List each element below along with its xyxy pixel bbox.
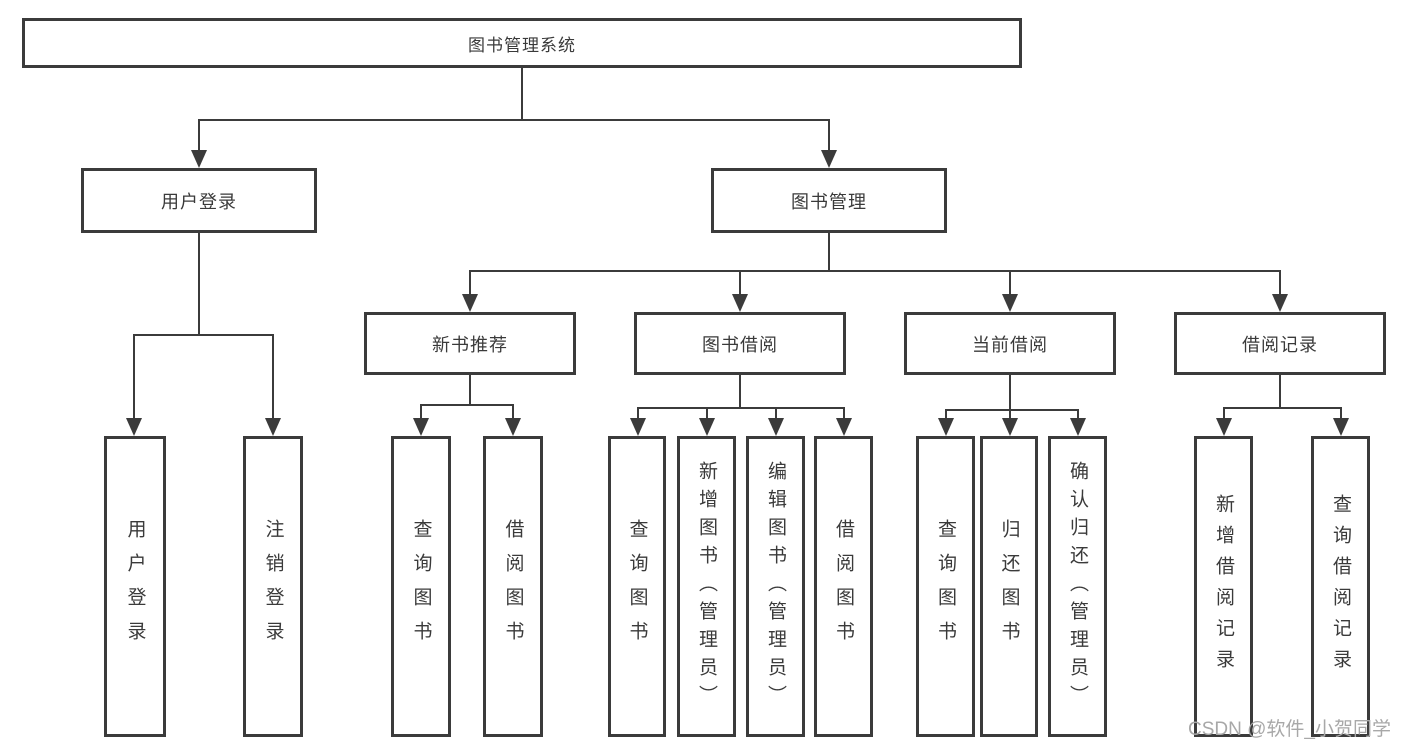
arrowhead-icon [126,418,142,436]
connector-arrow-stem [512,406,514,420]
arrowhead-icon [462,294,478,312]
leaf-add-books-admin: 新增图书（管理员） [677,436,736,737]
box-book-management: 图书管理 [711,168,947,233]
connector-userlogin-stem [198,233,200,335]
leaf-label: 查询图书 [410,518,432,655]
arrowhead-icon [1216,418,1232,436]
connector-section-branch [1223,407,1342,409]
leaf-label: 新增借阅记录 [1213,493,1234,680]
connector-arrow-stem [1340,409,1342,420]
box-book-borrowing: 图书借阅 [634,312,846,375]
connector-section-stem [739,375,741,408]
arrowhead-icon [265,418,281,436]
arrowhead-icon [1272,294,1288,312]
connector-root-branch [198,119,830,121]
leaf-add-borrow-record: 新增借阅记录 [1194,436,1253,737]
connector-section-stem [469,375,471,405]
leaf-borrow-books-recommend: 借阅图书 [483,436,543,737]
connector-arrow-stem [739,272,741,296]
connector-root-stem [521,68,523,120]
connector-arrow-stem [843,409,845,420]
arrowhead-icon [699,418,715,436]
connector-arrow-stem [272,336,274,420]
arrowhead-icon [413,418,429,436]
connector-arrow-stem [945,411,947,420]
connector-arrow-stem [1223,409,1225,420]
connector-arrow-stem [706,409,708,420]
leaf-query-books-borrowing: 查询图书 [608,436,666,737]
connector-arrow-stem [1009,411,1011,420]
leaf-confirm-return-admin: 确认归还（管理员） [1048,436,1107,737]
leaf-label: 查询图书 [626,518,648,655]
arrowhead-icon [768,418,784,436]
arrowhead-icon [732,294,748,312]
connector-section-branch [945,409,1079,411]
connector-arrow-stem [1077,411,1079,420]
leaf-return-books: 归还图书 [980,436,1038,737]
connector-section-stem [1009,375,1011,410]
box-label: 新书推荐 [432,334,508,355]
box-current-borrowing: 当前借阅 [904,312,1116,375]
arrowhead-icon [938,418,954,436]
box-label: 图书管理系统 [468,35,576,55]
box-label: 当前借阅 [972,334,1048,355]
connector-arrow-stem [828,121,830,152]
connector-arrow-stem [469,272,471,296]
connector-bookmgmt-branch [469,270,1281,272]
box-user-login: 用户登录 [81,168,317,233]
box-library-system: 图书管理系统 [22,18,1022,68]
leaf-query-borrow-record: 查询借阅记录 [1311,436,1370,737]
box-borrowing-records: 借阅记录 [1174,312,1386,375]
arrowhead-icon [191,150,207,168]
arrowhead-icon [1002,418,1018,436]
box-label: 图书管理 [791,191,867,212]
arrowhead-icon [1070,418,1086,436]
connector-arrow-stem [637,409,639,420]
leaf-label: 借阅图书 [502,518,524,655]
arrowhead-icon [1002,294,1018,312]
box-label: 借阅记录 [1242,334,1318,355]
leaf-label: 查询借阅记录 [1330,493,1351,680]
leaf-label: 注销登录 [262,518,284,655]
leaf-label: 归还图书 [998,518,1020,655]
leaf-borrow-books: 借阅图书 [814,436,873,737]
connector-arrow-stem [420,406,422,420]
leaf-logout-login: 注销登录 [243,436,303,737]
leaf-label: 编辑图书（管理员） [765,460,786,713]
arrowhead-icon [630,418,646,436]
leaf-label: 查询图书 [935,518,956,655]
leaf-label: 新增图书（管理员） [696,460,717,713]
connector-bookmgmt-stem [828,233,830,271]
leaf-query-books-current: 查询图书 [916,436,975,737]
box-new-book-recommend: 新书推荐 [364,312,576,375]
leaf-query-books-recommend: 查询图书 [391,436,451,737]
watermark: CSDN @软件_小贺同学 [1188,719,1391,740]
connector-arrow-stem [1279,272,1281,296]
arrowhead-icon [505,418,521,436]
arrowhead-icon [836,418,852,436]
connector-arrow-stem [198,121,200,152]
leaf-label: 用户登录 [124,518,146,655]
connector-arrow-stem [775,409,777,420]
connector-section-stem [1279,375,1281,408]
leaf-label: 确认归还（管理员） [1067,460,1088,713]
connector-section-branch [420,404,514,406]
connector-arrow-stem [133,336,135,420]
leaf-user-login: 用户登录 [104,436,166,737]
box-label: 用户登录 [161,191,237,212]
connector-userlogin-branch [133,334,274,336]
box-label: 图书借阅 [702,334,778,355]
leaf-label: 借阅图书 [833,518,854,655]
leaf-edit-books-admin: 编辑图书（管理员） [746,436,805,737]
arrowhead-icon [821,150,837,168]
arrowhead-icon [1333,418,1349,436]
connector-arrow-stem [1009,272,1011,296]
connector-section-branch [637,407,845,409]
